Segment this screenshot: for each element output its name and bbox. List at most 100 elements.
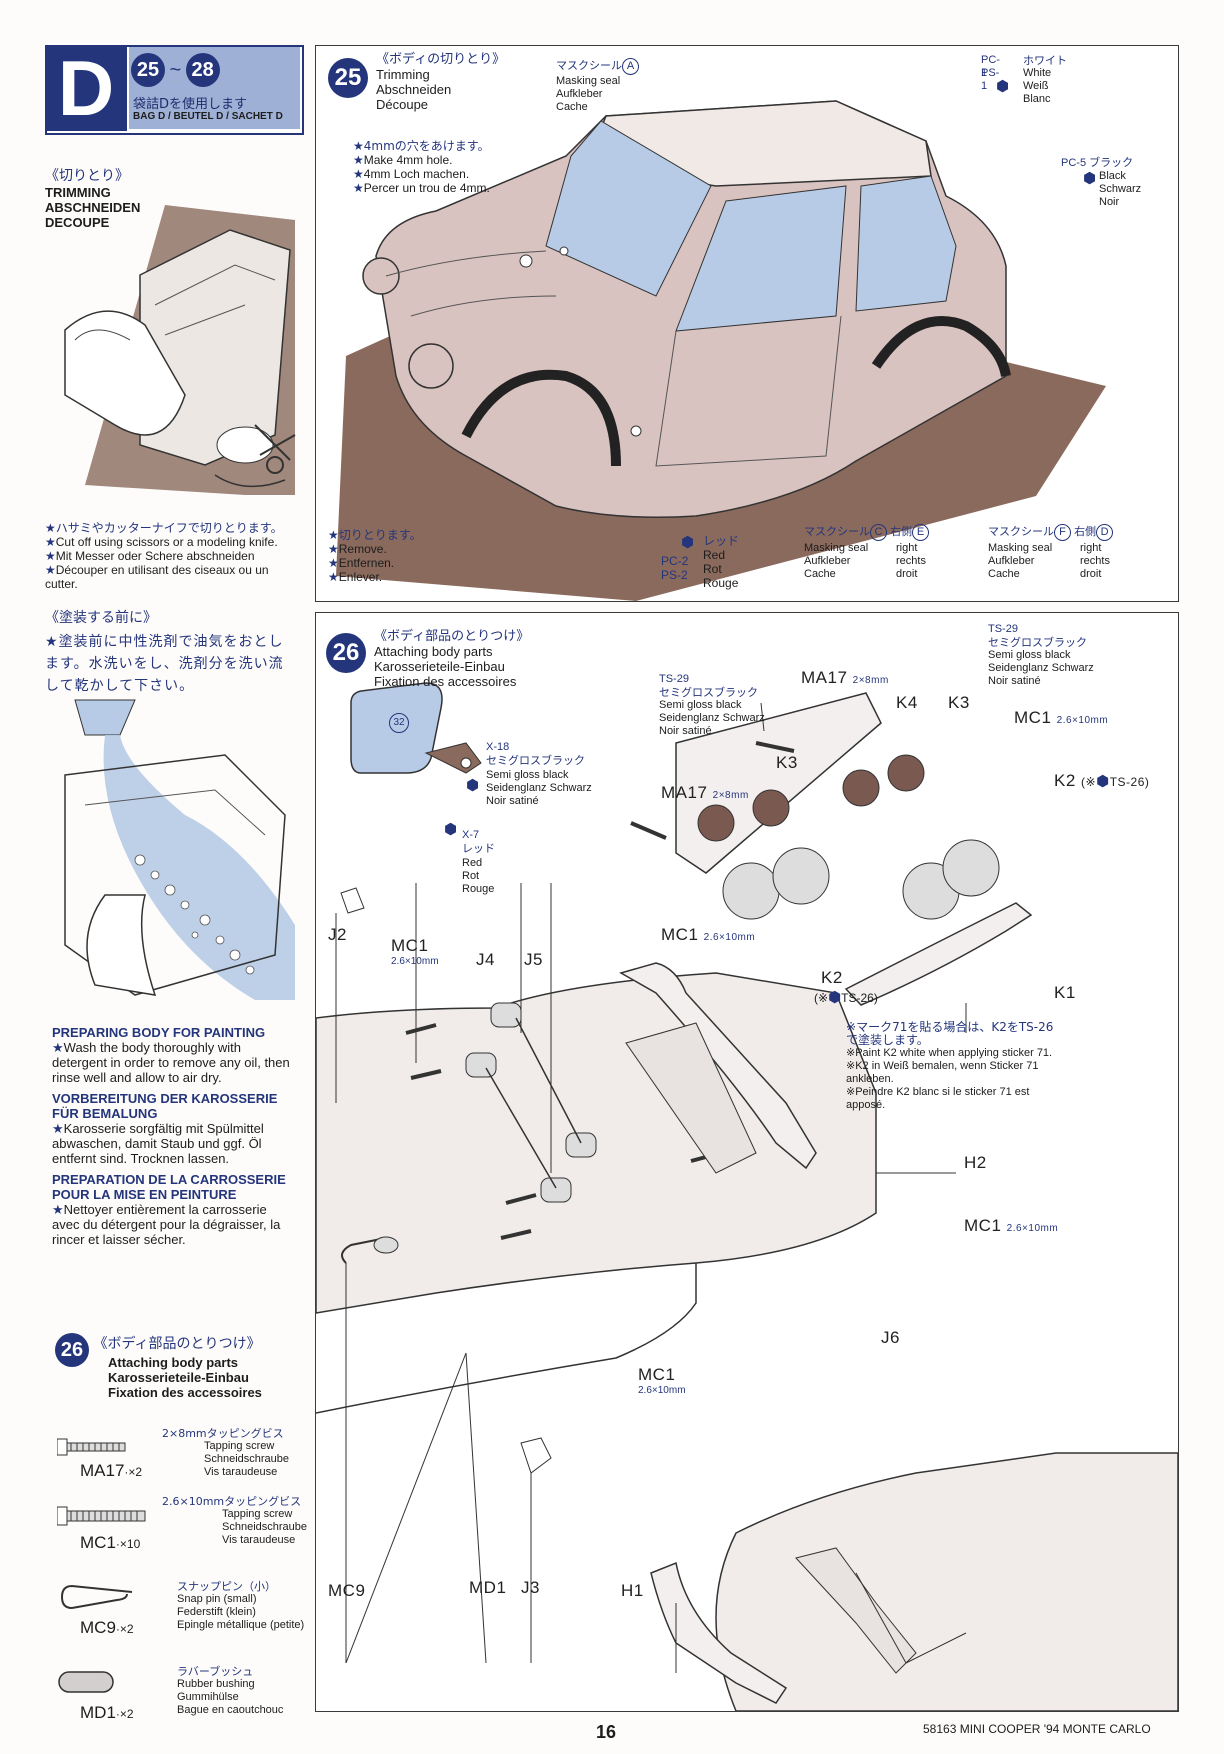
mc9-fr: Epingle métallique (petite) [177,1619,305,1631]
x7-de: Rot [462,870,480,882]
parts-list: MA17·×2 2×8mmタッピングビス Tapping screw Schne… [52,1425,322,1725]
k2-note-de: ※K2 in Weiß bemalen, wenn Sticker 71 ank… [846,1060,1039,1085]
mask-c-letter: C [870,524,887,541]
x18-de: Seidenglanz Schwarz [486,782,592,794]
paint-white-fr: Blanc [1023,93,1051,105]
paint-black-en: Black [1099,170,1126,182]
parts-item-md1: MD1·×2 ラバーブッシュ Rubber bushing Gummihülse… [52,1663,322,1731]
k2-bottom-ts26: TS-26 [841,991,874,1005]
label-k2-right: K2 (※⬢TS-26) [1054,771,1150,790]
mask-f-side-de: rechts [1080,555,1110,567]
step26-titles: 《ボディ部品のとりつけ》 Attaching body parts Kaross… [374,625,529,689]
step25-title-de: Abschneiden [376,82,452,97]
paint-black-jp: ブラック [1089,156,1134,169]
mc1-upper-size: 2.6×10mm [391,956,439,967]
label-k3-right: K3 [948,693,970,712]
paint-white-code1: PC-1 [981,54,1000,79]
paint-white-jp: ホワイト [1023,54,1067,67]
trimming-de: ABSCHNEIDEN [45,200,141,215]
x18-jp: セミグロスブラック [486,754,585,767]
k2-note-de-text: K2 in Weiß bemalen, wenn Sticker 71 ankl… [846,1060,1039,1085]
ts29b-en: Semi gloss black [988,649,1071,661]
step-from-badge: 25 [131,53,165,87]
x7-jp: レッド [462,842,495,855]
paint-black-fr: Noir [1099,196,1120,208]
mc9-code: MC9 [80,1618,116,1637]
parts-title-langs: Attaching body parts Karosserieteile-Ein… [108,1355,262,1400]
mask-c-side-en: right [896,542,918,554]
mask-a-fr: Cache [556,101,588,113]
hole-note-jp: 4mmの穴をあけます。 [353,139,490,153]
ts29a-code: TS-29 [659,673,689,685]
mask-f-en: Masking seal [988,542,1053,554]
wash-de-title: VORBEREITUNG DER KAROSSERIE FÜR BEMALUNG [52,1091,278,1121]
label-h2: H2 [964,1153,987,1172]
label-h1: H1 [621,1581,644,1600]
mask-c-de: Aufkleber [804,555,851,567]
label-mc1-lower-right: MC1 2.6×10mm [964,1216,1058,1236]
paint-black-hex-icon: ⬢ [1083,170,1097,187]
ts29b-de: Seidenglanz Schwarz [988,662,1094,674]
k2-note-fr-text: Peindre K2 blanc si le sticker 71 est ap… [846,1086,1030,1111]
parts-title-fr: Fixation des accessoires [108,1385,262,1400]
k2-right-ts26: TS-26 [1109,775,1145,789]
mc1-fr: Vis taraudeuse [222,1534,296,1546]
step25-hole-note: 4mmの穴をあけます。 Make 4mm hole. 4mm Loch mach… [353,139,490,195]
step25-title-fr: Découpe [376,97,429,112]
label-mc1-lower: MC1 2.6×10mm [638,1365,686,1396]
wash-text-jp-body: 塗装前に中性洗剤で油気をおとします。水洗いをし、洗剤分を洗い流して乾かして下さい… [45,634,284,694]
trimming-note-fr: Découper en utilisant des ciseaux ou un … [45,563,290,591]
step26-title-en: Attaching body parts [374,644,493,659]
md1-de: Gummihülse [177,1691,239,1703]
label-j6: J6 [881,1328,900,1347]
wash-text-jp: ★塗装前に中性洗剤で油気をおとします。水洗いをし、洗剤分を洗い流して乾かして下さ… [45,634,284,694]
ts29a-en: Semi gloss black [659,699,742,711]
mask-c-en: Masking seal [804,542,869,554]
bag-en: BAG D / BEUTEL D / SACHET D [133,111,283,122]
ts29a-paint-label: TS-29 セミグロスブラック Semi gloss black Seideng… [659,673,765,738]
ma17-code: MA17 [80,1461,125,1480]
trimming-fr: DECOUPE [45,215,110,230]
trimming-illustration [64,205,296,495]
label-k4: K4 [896,693,918,712]
mirror-part-number: 32 [389,713,409,733]
mc1-qty: ·×10 [115,1537,141,1551]
md1-fr: Bague en caoutchouc [177,1704,284,1716]
parts-md1-code: MD1·×2 [80,1703,134,1723]
page-number: 16 [596,1722,617,1742]
parts-mc9-code: MC9·×2 [80,1618,134,1638]
md1-en: Rubber bushing [177,1678,255,1690]
step26-title-fr: Fixation des accessoires [374,674,517,689]
step-separator: ~ [169,59,182,81]
wash-notes: PREPARING BODY FOR PAINTING Wash the bod… [52,1025,292,1247]
paint-red-hex-icon: ⬢ [681,534,695,551]
section-letter: D [45,45,127,131]
mc1-code: MC1 [80,1533,116,1552]
md1-qty: ·×2 [115,1707,134,1721]
step25-titles: 《ボディの切りとり》 Trimming Abschneiden Découpe [376,48,505,112]
wash-title-jp: 《塗装する前に》 [45,610,157,626]
hole-note-en: Make 4mm hole. [353,153,490,167]
k2-right-hex-icon: ⬢ [1096,773,1110,790]
mc9-de: Federstift (klein) [177,1606,256,1618]
mc1-de: Schneidschraube [222,1521,308,1533]
mc1-en: Tapping screw [222,1508,293,1520]
k2-sticker-note: ※マーク71を貼る場合は、K2をTS-26で塗装します。 ※Paint K2 w… [846,1021,1064,1112]
mask-c-side-de: rechts [896,555,926,567]
ma17-top-code: MA17 [801,668,848,687]
step25-title-en: Trimming [376,67,430,82]
model-footer: 58163 MINI COOPER '94 MONTE CARLO [923,1722,1151,1736]
remove-note-jp: 切りとります。 [328,528,422,542]
k2-note-jp: ※マーク71を貼る場合は、K2をTS-26で塗装します。 [846,1020,1054,1047]
label-j5: J5 [524,950,543,969]
step-range-panel: 25 ~ 28 袋詰Dを使用します BAG D / BEUTEL D / SAC… [129,47,300,129]
mask-a-en: Masking seal [556,75,621,87]
paint-black-code: PC-5 [1061,157,1087,169]
ts29b-paint-label: TS-29 セミグロスブラック Semi gloss black Seideng… [988,623,1094,688]
ts29a-fr: Noir satiné [659,725,712,737]
step25-title-jp: 《ボディの切りとり》 [376,52,506,67]
step25-remove-note: 切りとります。 Remove. Entfernen. Enlever. [328,528,422,584]
wash-en-text: Wash the body thoroughly with detergent … [52,1040,292,1085]
trimming-note-de: Mit Messer oder Schere abschneiden [45,549,290,563]
